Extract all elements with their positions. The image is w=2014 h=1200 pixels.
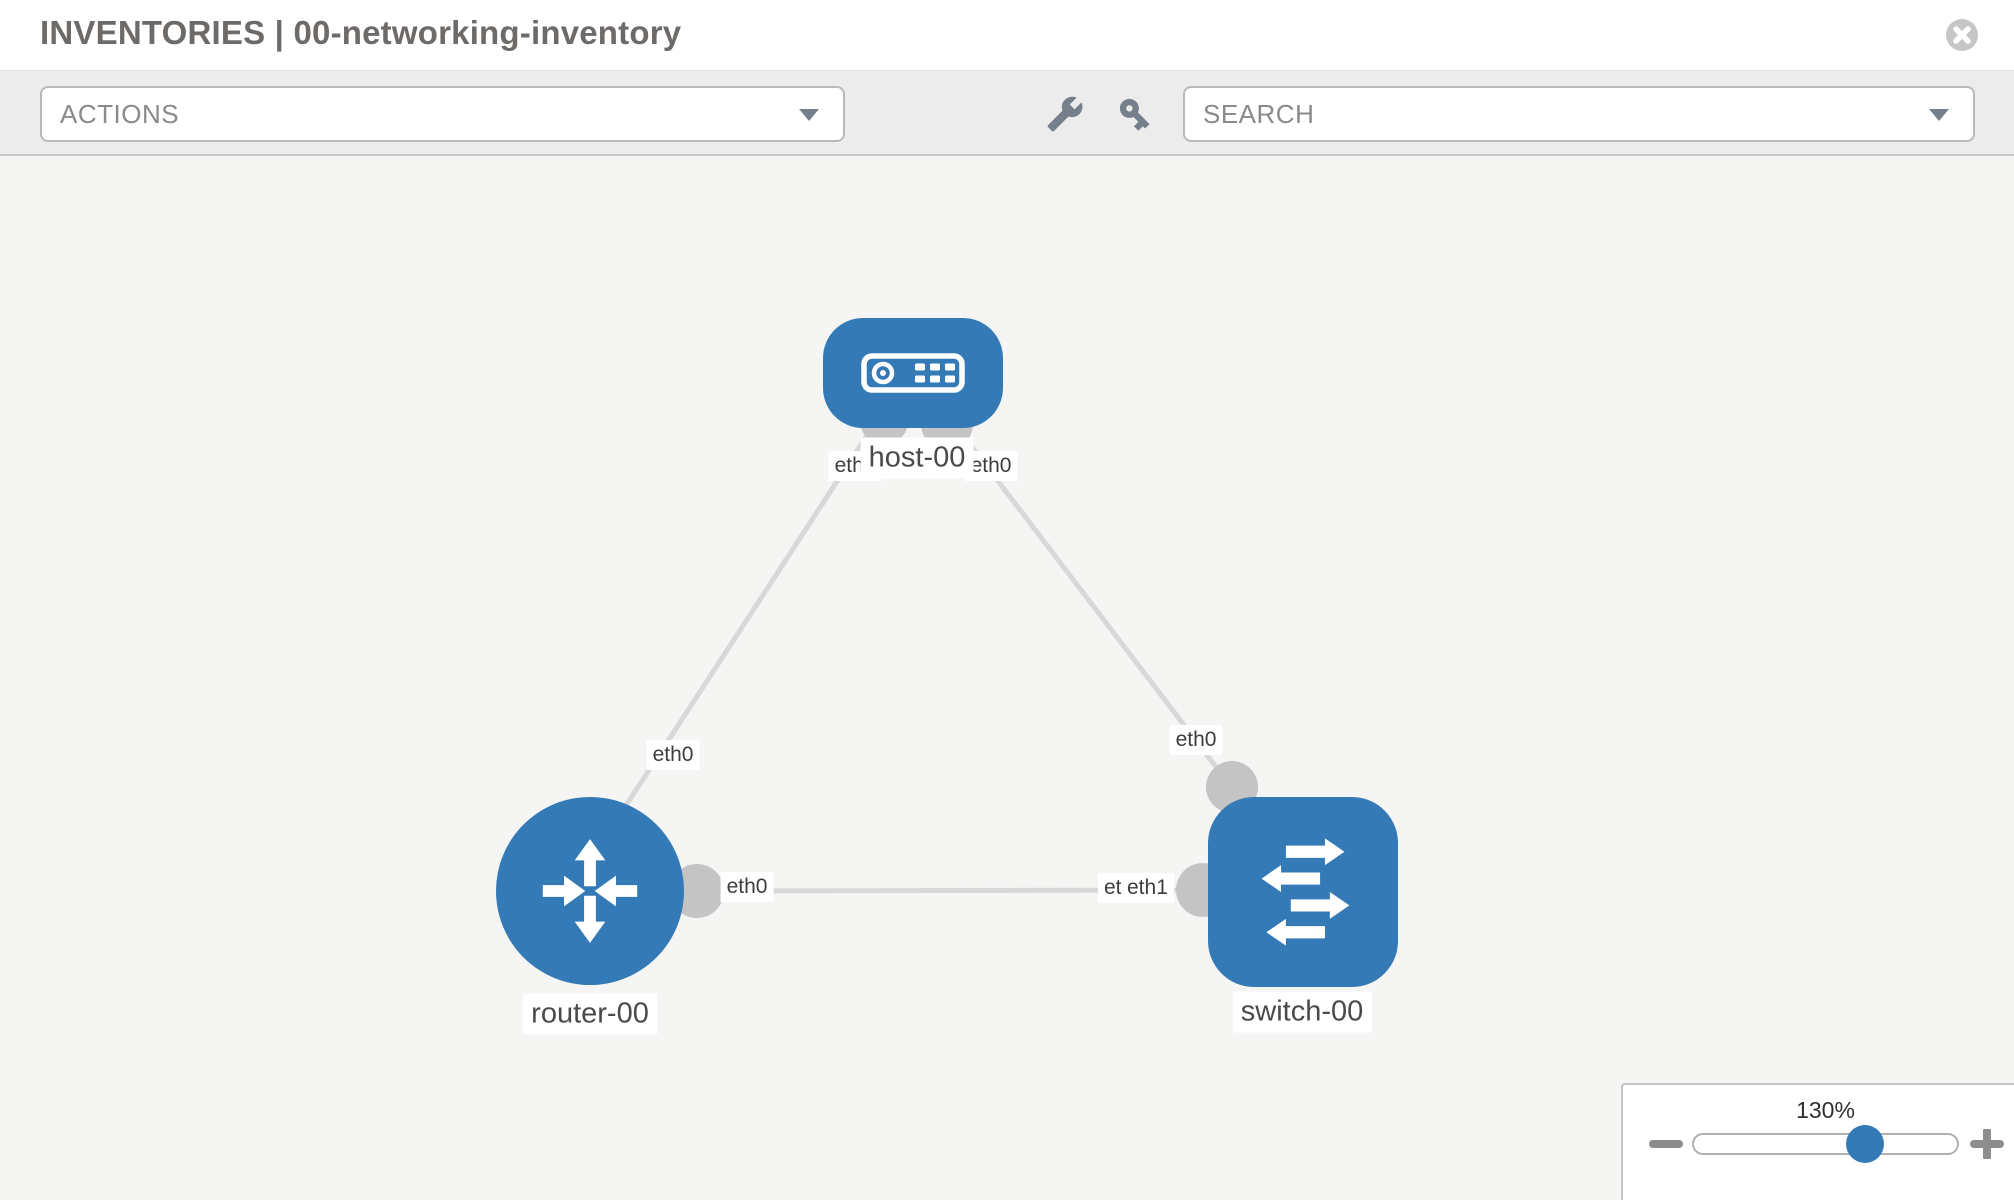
node-switch-00[interactable]: [1208, 797, 1398, 987]
plus-icon: [1970, 1127, 2004, 1161]
interface-label: eth1: [1121, 873, 1174, 903]
actions-dropdown[interactable]: ACTIONS: [40, 86, 845, 142]
links-layer: [607, 397, 1258, 918]
interface-label: eth0: [964, 451, 1018, 481]
search-dropdown-label: SEARCH: [1203, 98, 1315, 129]
zoom-slider-track[interactable]: [1692, 1133, 1959, 1155]
router-arrows-icon: [542, 839, 638, 943]
interface-label: eth0: [1169, 725, 1223, 755]
chevron-down-icon: [1929, 109, 1949, 121]
server-icon: [861, 353, 965, 393]
header: INVENTORIES | 00-networking-inventory: [0, 0, 2014, 71]
minus-icon: [1649, 1140, 1683, 1148]
node-router-00[interactable]: [496, 797, 684, 985]
interface-label: eth0: [646, 740, 700, 770]
zoom-slider: [1692, 1125, 1959, 1163]
switch-arrows-icon: [1261, 838, 1350, 946]
node-label-router: router-00: [523, 993, 657, 1035]
zoom-out-button[interactable]: [1649, 1129, 1683, 1159]
zoom-slider-thumb[interactable]: [1846, 1125, 1884, 1163]
x-circle-icon: [1946, 19, 1978, 51]
chevron-down-icon: [799, 109, 819, 121]
zoom-in-button[interactable]: [1970, 1127, 2004, 1161]
page-title: INVENTORIES | 00-networking-inventory: [40, 14, 682, 51]
toolbar: ACTIONS SEARCH: [0, 71, 2014, 156]
actions-dropdown-label: ACTIONS: [60, 98, 180, 129]
interface-label: eth0: [720, 872, 774, 902]
node-label-switch: switch-00: [1232, 991, 1372, 1033]
zoom-panel: 130%: [1621, 1083, 2014, 1200]
interface-circle: [670, 864, 724, 918]
search-dropdown[interactable]: SEARCH: [1183, 86, 1975, 142]
node-host-00[interactable]: [823, 318, 1003, 428]
node-label-host: host-00: [860, 437, 974, 479]
close-button[interactable]: [1944, 17, 1980, 53]
zoom-level: 130%: [1796, 1097, 1855, 1123]
topology-canvas[interactable]: host-00 router-00 switch-00 eth0 eth0 et…: [0, 156, 2014, 1200]
wrench-icon: [1047, 96, 1083, 132]
wrench-button[interactable]: [1045, 95, 1085, 135]
key-icon: [1119, 98, 1150, 131]
key-button[interactable]: [1115, 95, 1155, 135]
